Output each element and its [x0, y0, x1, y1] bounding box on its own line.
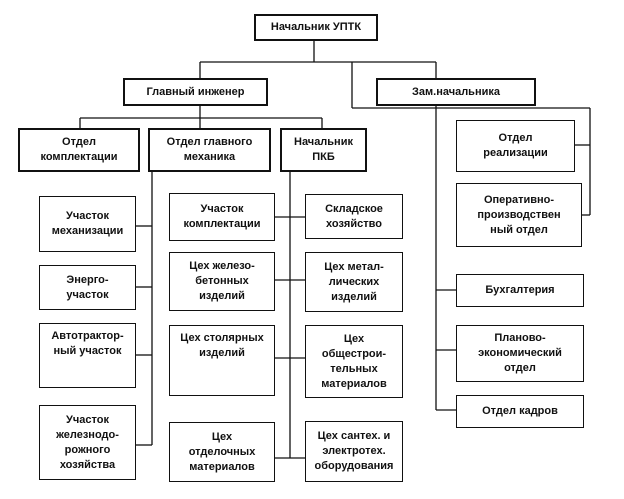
pkb-node: Начальник ПКБ [280, 128, 367, 172]
metal-products-node: Цех метал- лических изделий [305, 252, 403, 312]
carpentry-node: Цех столярных изделий [169, 325, 275, 396]
rc-products-node: Цех железо- бетонных изделий [169, 252, 275, 311]
assembly-node: Участок комплектации [169, 193, 275, 241]
head-node: Начальник УПТК [254, 14, 378, 41]
finishing-node: Цех отделочных материалов [169, 422, 275, 482]
warehouse-node: Складское хозяйство [305, 194, 403, 239]
plumbing-node: Цех сантех. и электротех. оборудования [305, 421, 403, 482]
chief-engineer-node: Главный инженер [123, 78, 268, 106]
planning-node: Планово- экономический отдел [456, 325, 584, 382]
accounting-node: Бухгалтерия [456, 274, 584, 307]
mechanization-node: Участок механизации [39, 196, 136, 252]
dept-supply-node: Отдел комплектации [18, 128, 140, 172]
sales-node: Отдел реализации [456, 120, 575, 172]
autotractor-node: Автотрактор- ный участок [39, 323, 136, 388]
operations-node: Оперативно- производствен ный отдел [456, 183, 582, 247]
dept-mechanic-node: Отдел главного механика [148, 128, 271, 172]
hr-node: Отдел кадров [456, 395, 584, 428]
general-materials-node: Цех общестрои- тельных материалов [305, 325, 403, 398]
railway-node: Участок железнодо- рожного хозяйства [39, 405, 136, 480]
energy-node: Энерго- участок [39, 265, 136, 310]
deputy-node: Зам.начальника [376, 78, 536, 106]
